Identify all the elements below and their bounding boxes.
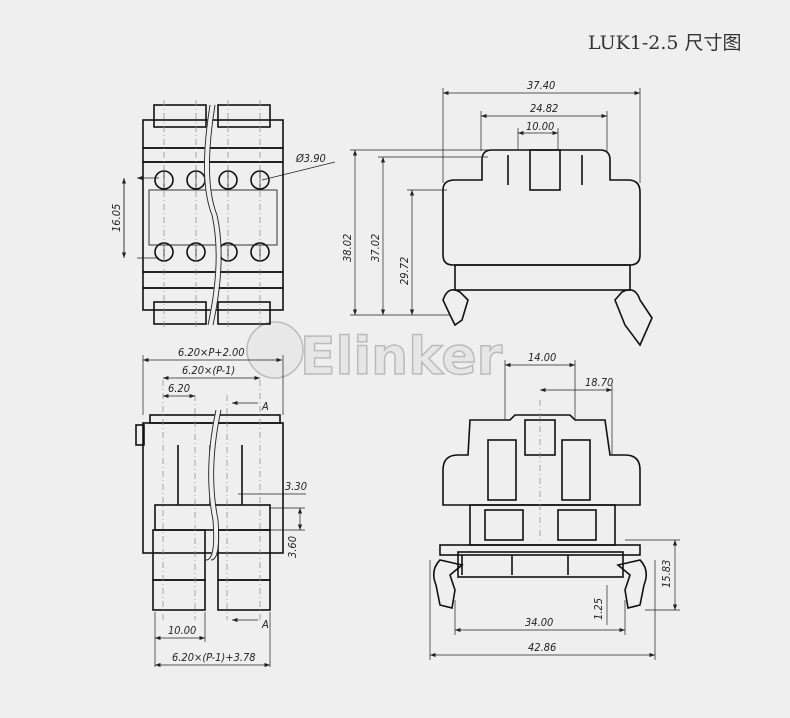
dimension-label: 6.20×(P-1) bbox=[182, 364, 235, 377]
dimension-label: Ø3.90 bbox=[295, 152, 326, 165]
top-right-view: 37.40 24.82 10.00 38.02 37.02 29.72 bbox=[341, 79, 653, 347]
dimension-label: 24.82 bbox=[530, 102, 558, 115]
top-left-view: 16.05 Ø3.90 bbox=[110, 100, 336, 330]
dimension-label: 37.40 bbox=[527, 79, 555, 92]
dimension-label: 38.02 bbox=[341, 234, 354, 262]
dimension-label: 6.20×P+2.00 bbox=[178, 346, 245, 359]
dimension-label: Elinker bbox=[300, 327, 503, 387]
dimension-label: 6.20 bbox=[168, 382, 190, 395]
dimension-label: 1.25 bbox=[592, 598, 605, 620]
dimension-label: A bbox=[261, 400, 269, 413]
watermark-logo: Elinker bbox=[246, 321, 503, 388]
dimension-label: 6.20×(P-1)+3.78 bbox=[172, 651, 256, 664]
bottom-right-view: 14.00 18.70 15.83 1.25 34.00 42.86 bbox=[429, 351, 680, 660]
dimension-label: 42.86 bbox=[528, 641, 556, 654]
dimension-label: A bbox=[261, 618, 269, 631]
dimension-label: 10.00 bbox=[526, 120, 554, 133]
dimension-label: 18.70 bbox=[585, 376, 613, 389]
dimension-label: 34.00 bbox=[525, 616, 553, 629]
dimension-label: 10.00 bbox=[168, 624, 196, 637]
dimension-label: 15.83 bbox=[660, 560, 673, 588]
dimension-label: 29.72 bbox=[398, 257, 411, 285]
dimension-label: 14.00 bbox=[528, 351, 556, 364]
bottom-left-view: 6.20×P+2.00 6.20×(P-1) 6.20 A A 3.30 3.6… bbox=[135, 346, 307, 668]
dimension-label: 16.05 bbox=[110, 204, 123, 232]
dimension-label: 3.30 bbox=[285, 480, 307, 493]
dimension-label: 3.60 bbox=[286, 536, 299, 558]
drawing-title: LUK1-2.5 尺寸图 bbox=[588, 32, 742, 54]
dimension-label: 37.02 bbox=[369, 234, 382, 262]
